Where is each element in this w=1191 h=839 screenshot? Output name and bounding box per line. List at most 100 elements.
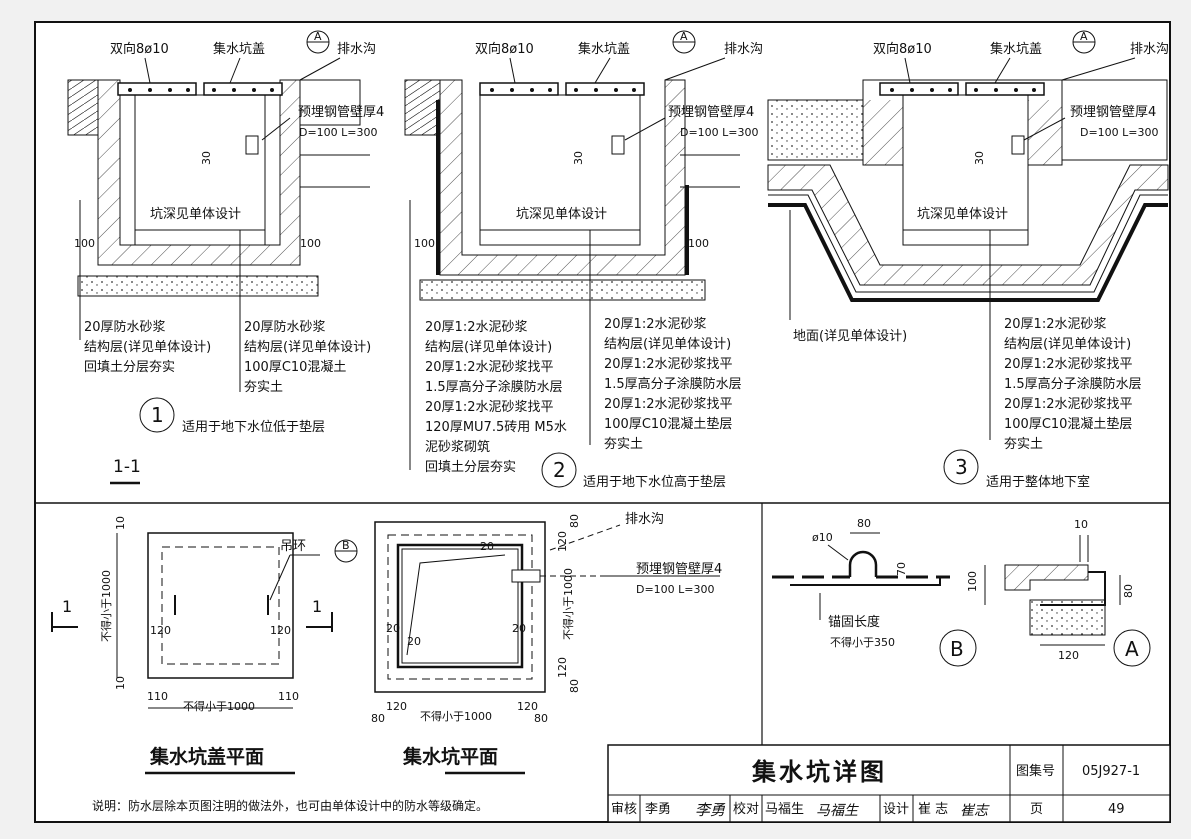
s3-right-layer: 20厚1:2水泥砂浆找平	[1004, 357, 1132, 372]
s3-right-layer: 结构层(详见单体设计)	[1004, 337, 1131, 352]
s3-cover-label: 集水坑盖	[990, 41, 1042, 57]
atlas-label: 图集号	[1016, 763, 1055, 779]
lifting-ring-label: 吊环	[280, 539, 306, 554]
pit-dim-20-right: 20	[512, 622, 526, 635]
cover-plan: 吊环 B 10 10 不得小于1000 120 120 110 110 不得小于…	[51, 516, 358, 775]
detail-a: 10 100 80 120 A	[966, 518, 1151, 667]
s2-dim-100-left: 100	[414, 237, 435, 250]
s2-number: 2	[553, 458, 566, 482]
s1-top-rebar: 双向8ø10	[110, 41, 169, 57]
s2-drain-label: 排水沟	[724, 42, 763, 57]
s3-number: 3	[955, 455, 968, 479]
detail-a-dim-10: 10	[1074, 518, 1088, 531]
s2-dim-30: 30	[572, 151, 585, 165]
s3-pipe-label: 预埋钢管壁厚4	[1070, 105, 1156, 120]
pit-drain-label: 排水沟	[625, 512, 664, 527]
cover-cut-left: 1	[62, 597, 72, 616]
s2-right-layer: 20厚1:2水泥砂浆找平	[604, 397, 732, 412]
s2-left-layer: 20厚1:2水泥砂浆找平	[425, 360, 553, 375]
pit-dim-80-bottom: 80	[568, 679, 581, 693]
check-signature: 李勇	[695, 801, 726, 819]
s1-dim-100-left: 100	[74, 237, 95, 250]
detail-b-dim-80: 80	[857, 517, 871, 530]
s2-pipe-label: 预埋钢管壁厚4	[668, 105, 754, 120]
s1-number: 1	[151, 403, 164, 427]
s2-left-layer: 回填土分层夯实	[425, 460, 516, 475]
atlas-number: 05J927-1	[1082, 764, 1140, 779]
s1-dim-30: 30	[200, 151, 213, 165]
section-1: 双向8ø10 集水坑盖 排水沟 A 预埋钢管壁厚4 D=100 L=300 30…	[67, 30, 384, 485]
drawing-title: 集水坑详图	[751, 758, 887, 786]
s2-left-layer: 结构层(详见单体设计)	[425, 340, 552, 355]
check-name: 李勇	[645, 802, 671, 817]
pit-plan: 排水沟 预埋钢管壁厚4 D=100 L=300 20 20 20 20 80 1…	[371, 512, 722, 775]
s2-right-layer: 1.5厚高分子涂膜防水层	[604, 376, 742, 392]
cover-dim-10-bottom: 10	[114, 676, 127, 690]
section-2: 双向8ø10 集水坑盖 排水沟 A 预埋钢管壁厚4 D=100 L=300 30…	[404, 30, 763, 490]
general-note: 说明：防水层除本页图注明的做法外，也可由单体设计中的防水等级确定。	[92, 798, 488, 813]
s1-right-layer-1: 20厚防水砂浆	[244, 319, 326, 335]
cover-side-dim: 不得小于1000	[100, 570, 113, 642]
pit-pipe-label: 预埋钢管壁厚4	[636, 562, 722, 577]
s2-left-layers: 20厚1:2水泥砂浆 结构层(详见单体设计) 20厚1:2水泥砂浆找平 1.5厚…	[425, 320, 567, 475]
s2-right-layer: 20厚1:2水泥砂浆	[604, 317, 706, 332]
s2-right-layer: 夯实土	[604, 437, 643, 452]
page-number: 49	[1108, 802, 1125, 817]
s2-cover-label: 集水坑盖	[578, 41, 630, 57]
s1-left-layer-1: 20厚防水砂浆	[84, 319, 166, 335]
detail-a-dim-80: 80	[1122, 584, 1135, 598]
proof-signature: 马福生	[816, 803, 859, 819]
pit-plan-title: 集水坑平面	[402, 745, 498, 768]
pit-dim-120-right: 120	[517, 700, 538, 713]
detail-b: 80 ø10 70 锚固长度 不得小于350 B	[772, 517, 977, 667]
cover-dim-120-left: 120	[150, 624, 171, 637]
cover-dim-110-right: 110	[278, 690, 299, 703]
s1-cover-label: 集水坑盖	[213, 41, 265, 57]
s2-left-layer: 20厚1:2水泥砂浆找平	[425, 400, 553, 415]
page-label: 页	[1030, 802, 1043, 817]
s1-left-layer-3: 回填土分层夯实	[84, 360, 175, 375]
pit-dim-120-top: 120	[556, 531, 569, 552]
cover-cut-right: 1	[312, 597, 322, 616]
s2-right-layer: 100厚C10混凝土垫层	[604, 416, 732, 432]
s3-ground-label: 地面(详见单体设计)	[793, 329, 907, 344]
s2-depth-label: 坑深见单体设计	[516, 207, 607, 222]
pit-dim-80-right: 80	[534, 712, 548, 725]
s1-right-layer-2: 结构层(详见单体设计)	[244, 340, 371, 355]
s2-left-layer: 泥砂浆砌筑	[425, 439, 490, 455]
s3-drain-label: 排水沟	[1130, 42, 1169, 57]
detail-a-symbol: A	[1125, 637, 1139, 661]
s1-right-layer-4: 夯实土	[244, 380, 283, 395]
s2-left-layer: 120厚MU7.5砖用 M5水	[425, 420, 567, 435]
pit-side-dim: 不得小于1000	[562, 568, 575, 640]
check-label: 审核	[611, 802, 637, 817]
cover-dim-120-right: 120	[270, 624, 291, 637]
s2-right-layer: 20厚1:2水泥砂浆找平	[604, 357, 732, 372]
s3-right-layer: 1.5厚高分子涂膜防水层	[1004, 376, 1142, 392]
s1-pipe-dim: D=100 L=300	[299, 126, 378, 139]
s1-caption: 适用于地下水位低于垫层	[182, 419, 325, 435]
pit-dim-80-top: 80	[568, 514, 581, 528]
pit-dim-120-left: 120	[386, 700, 407, 713]
s1-drain-label: 排水沟	[337, 42, 376, 57]
detail-b-symbol: B	[950, 637, 964, 661]
detail-b-anchor-min: 不得小于350	[830, 636, 895, 649]
s3-pipe-dim: D=100 L=300	[1080, 126, 1159, 139]
section-3: 双向8ø10 集水坑盖 排水沟 A 预埋钢管壁厚4 D=100 L=300 30…	[767, 30, 1169, 490]
s2-right-layers: 20厚1:2水泥砂浆 结构层(详见单体设计) 20厚1:2水泥砂浆找平 1.5厚…	[604, 317, 742, 452]
pit-bottom-dim: 不得小于1000	[420, 710, 492, 723]
s1-pipe-label: 预埋钢管壁厚4	[298, 105, 384, 120]
s1-left-layer-2: 结构层(详见单体设计)	[84, 340, 211, 355]
pit-dim-20-top: 20	[480, 540, 494, 553]
s3-ref-a: A	[1080, 30, 1088, 43]
s1-ref-a: A	[314, 30, 322, 43]
s2-left-layer: 1.5厚高分子涂膜防水层	[425, 379, 563, 395]
design-label: 设计	[883, 802, 909, 817]
proof-label: 校对	[733, 801, 759, 817]
s1-right-layer-3: 100厚C10混凝土	[244, 359, 346, 375]
s3-depth-label: 坑深见单体设计	[917, 207, 1008, 222]
s2-pipe-dim: D=100 L=300	[680, 126, 759, 139]
cover-bottom-dim: 不得小于1000	[183, 700, 255, 713]
pit-dim-80-left: 80	[371, 712, 385, 725]
